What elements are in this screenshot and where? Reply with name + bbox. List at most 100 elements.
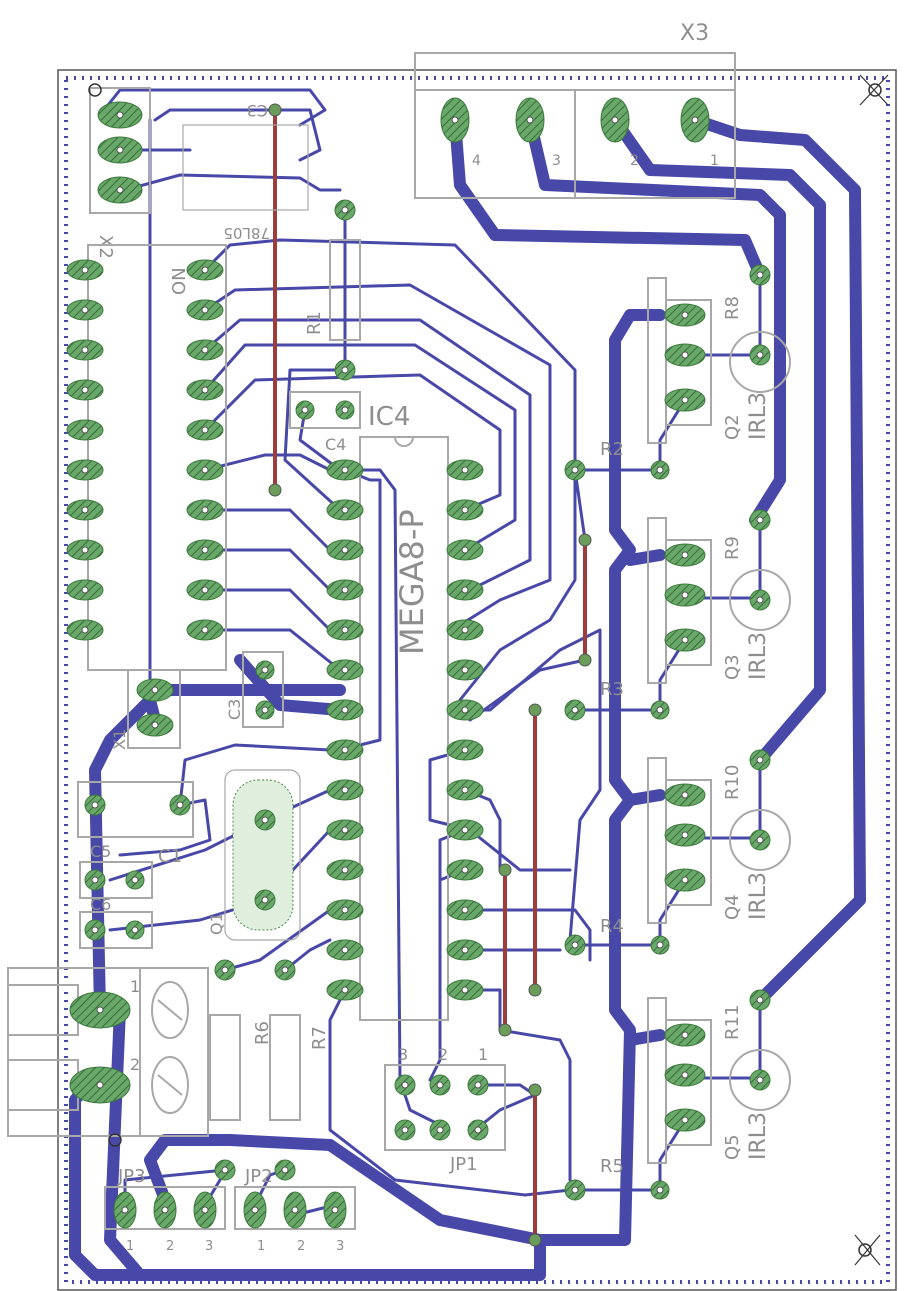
r7-pad-b-hole [281,1166,289,1174]
x1-label: X1 [110,729,129,750]
switch-pad-left-3-hole [81,346,89,354]
switch-pad-right-2-hole [201,306,209,314]
r10-label: R10 [722,765,743,800]
mosfet-2-pad-1-hole [681,311,689,319]
jp3-pin-3: 3 [205,1239,213,1254]
jp1-pin-2: 2 [438,1045,448,1064]
regulator-label: 78L05 [223,224,270,242]
mcu-pin-right-8-hole [461,746,469,754]
q2-part: IRL3 [746,392,771,440]
via-7 [498,863,512,877]
mosfet-3-pad-1-hole [681,551,689,559]
x3-pin-3: 3 [552,153,561,169]
jp3-pin-2: 2 [166,1239,174,1254]
r1-pad-a-hole [341,206,349,214]
jp1-pad-bottom-2-hole [436,1126,444,1134]
x3-pad-1-hole [451,116,459,124]
c1-pad-b-hole [176,801,184,809]
x1-pad-1-hole [151,686,159,694]
pull-resistor-11-b-hole [756,1076,764,1084]
r9-label: R9 [722,536,743,560]
c6-pad-a-hole [91,926,99,934]
mcu-pin-right-6-hole [461,666,469,674]
x3-pin-2: 2 [630,153,639,169]
mosfet-5-pad-1-hole [681,1031,689,1039]
via-8 [498,1023,512,1037]
via-10 [528,1233,542,1247]
x3-pin-4: 4 [472,153,481,169]
q2-label: Q2 [722,414,743,440]
jp3-pad-3-hole [201,1206,209,1214]
mcu-pin-right-14-hole [461,986,469,994]
switch-pad-left-4-hole [81,386,89,394]
switch-pad-left-6-hole [81,466,89,474]
gate-resistor-4-a-hole [571,941,579,949]
mosfet-5-pad-3-hole [681,1116,689,1124]
gate-resistor-5-a-hole [571,1186,579,1194]
crystal-pad-b-hole [261,896,269,904]
pull-resistor-8-a-hole [756,271,764,279]
mcu-pin-left-11-hole [341,866,349,874]
jp2-pin-3: 3 [336,1239,344,1254]
switch-pad-left-5-hole [81,426,89,434]
switch-pad-right-3-hole [201,346,209,354]
gate-resistor-5-b-hole [656,1186,664,1194]
jp1-label: JP1 [449,1154,478,1175]
mcu-pin-right-7-hole [461,706,469,714]
mcu-pin-left-2-hole [341,506,349,514]
q3-label: Q3 [722,654,743,680]
gate-resistor-4-b-hole [656,941,664,949]
r1-label: R1 [304,311,325,335]
jp1-pad-bottom-3-hole [474,1126,482,1134]
switch-pad-left-9-hole [81,586,89,594]
x3-pin-1: 1 [710,153,719,169]
q1-label: Q1 [207,912,226,935]
q4-outline [647,757,791,924]
jp3-label: JP3 [117,1166,146,1187]
via-9 [528,1083,542,1097]
via-2 [268,483,282,497]
mcu-pin-right-4-hole [461,586,469,594]
jp1-pad-bottom-1-hole [401,1126,409,1134]
mcu-pin-right-1-hole [461,466,469,474]
mcu-pin-left-13-hole [341,946,349,954]
gate-resistor-2-a-hole [571,466,579,474]
mosfet-3-pad-2-hole [681,591,689,599]
crystal-pad-a-hole [261,816,269,824]
q2-outline [647,277,791,444]
c6-pad-b-hole [131,926,139,934]
mcu-pin-left-12-hole [341,906,349,914]
x3-pad-4-hole [691,116,699,124]
jp3-pad-2-hole [161,1206,169,1214]
c5-label: C5 [90,842,111,861]
jp2-pin-1: 1 [257,1239,265,1254]
c4-label: C4 [325,435,346,454]
mcu-pin-right-12-hole [461,906,469,914]
c3-label: C3 [225,699,244,720]
r8-label: R8 [722,296,743,320]
via-1 [268,103,282,117]
jp1-pin-1: 1 [478,1045,488,1064]
jp2-pad-1-hole [251,1206,259,1214]
mosfet-4-pad-1-hole [681,791,689,799]
switch-pad-left-10-hole [81,626,89,634]
board-outline [57,69,897,1291]
mcu-pin-right-10-hole [461,826,469,834]
mcu-pin-left-3-hole [341,546,349,554]
via-6 [528,983,542,997]
x2-label: X2 [95,235,116,259]
silkscreen: X3 4 3 2 1 X2 C3 78L05 ON R1 C4 IC4 MEGA… [7,21,791,1254]
mcu-label: MEGA8-P [393,509,431,655]
mcu-pin-right-2-hole [461,506,469,514]
switch-on-label: ON [169,267,190,295]
c3-pad-b-hole [261,706,269,714]
jp1-pad-top-2-hole [436,1081,444,1089]
q3-part: IRL3 [746,632,771,680]
x4-pad-2-hole [96,1081,104,1089]
switch-pad-right-4-hole [201,386,209,394]
mcu-pin-left-14-hole [341,986,349,994]
pull-resistor-8-b-hole [756,351,764,359]
switch-pad-left-7-hole [81,506,89,514]
via-5 [528,703,542,717]
